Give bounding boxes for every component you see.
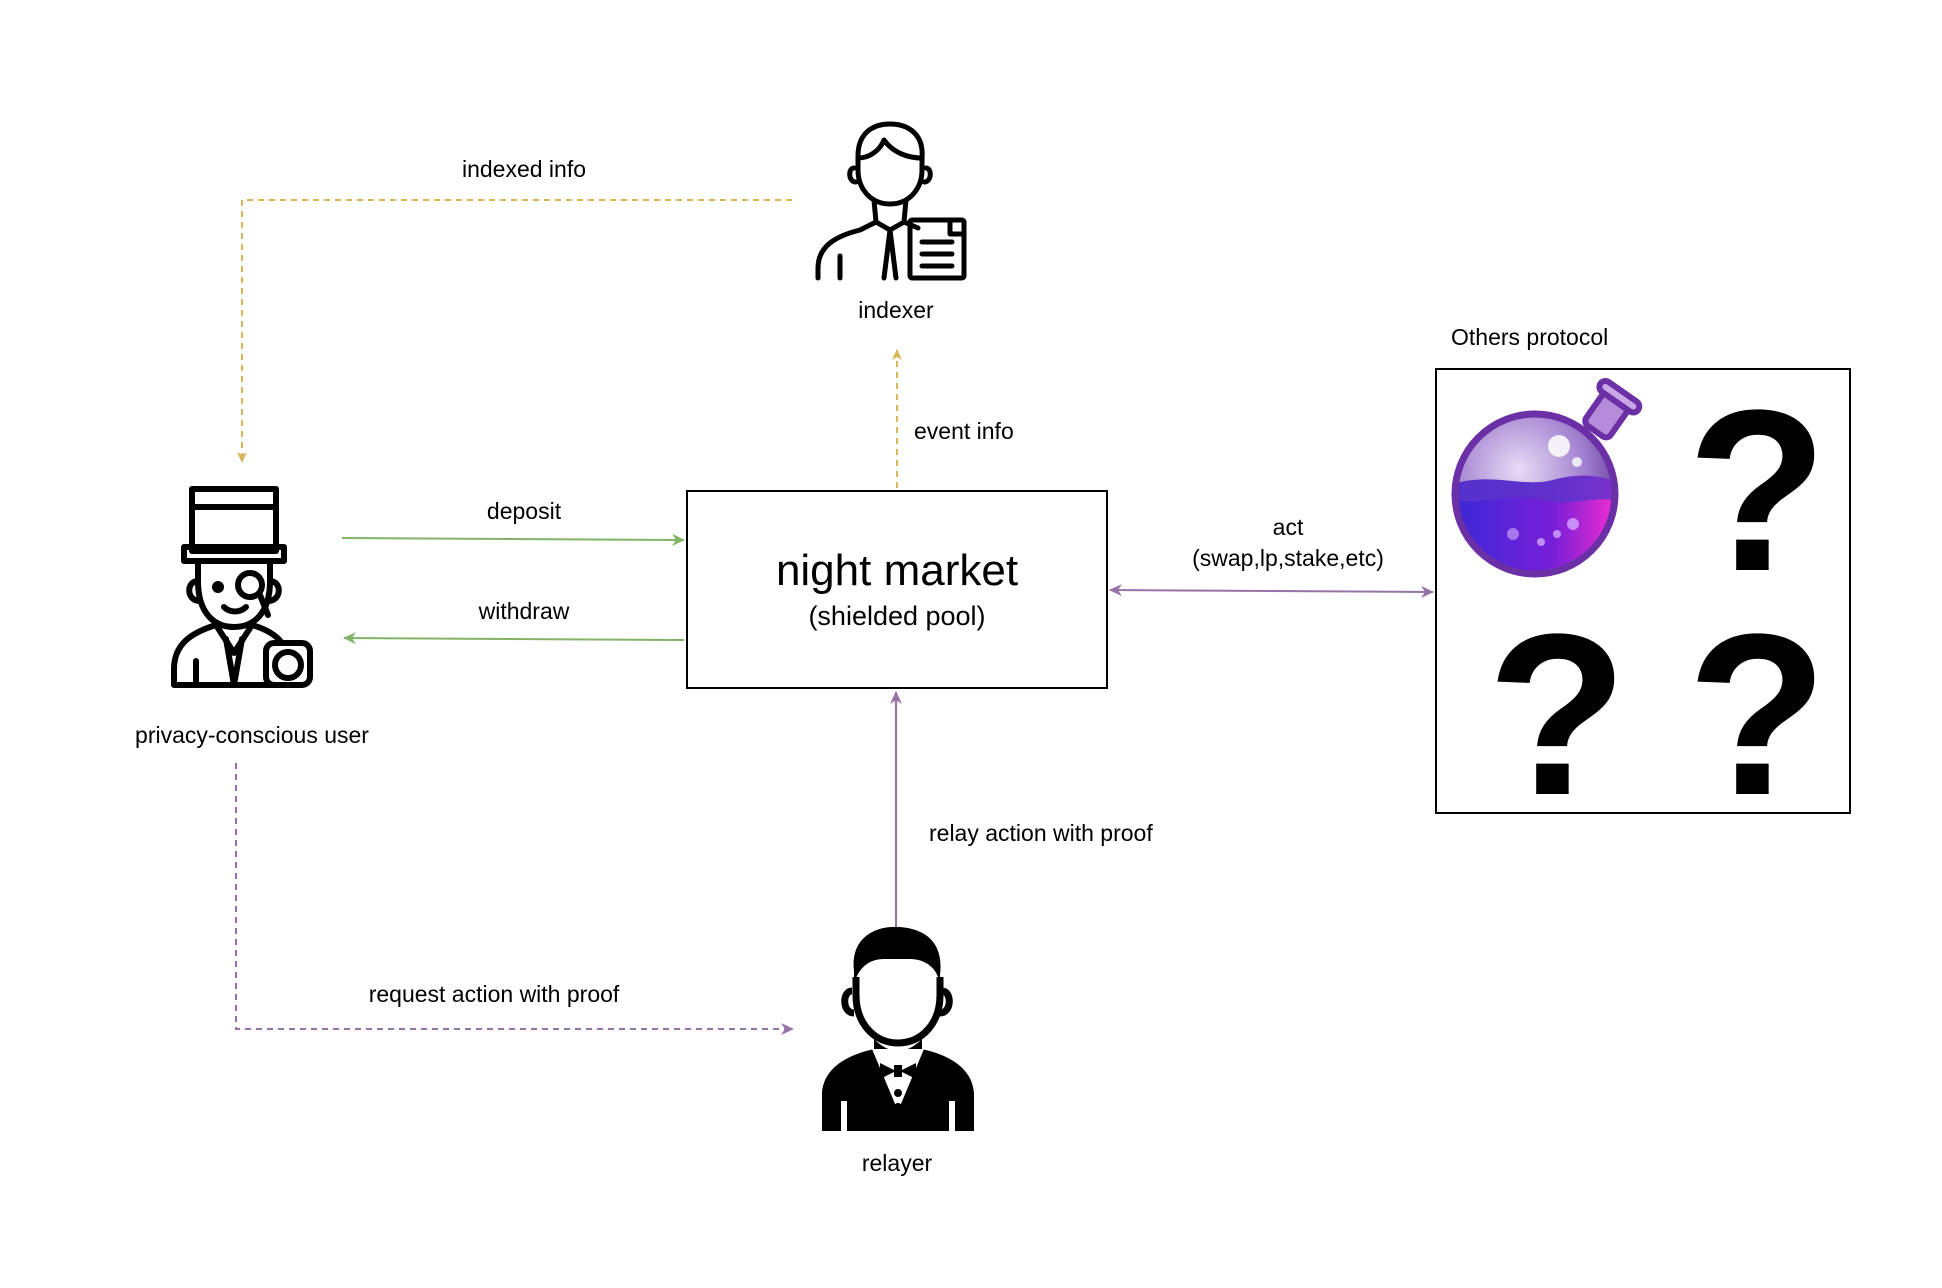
others-protocol-node[interactable]: ? ? ?: [1435, 362, 1851, 830]
withdraw-connector: [343, 632, 685, 645]
night-market-title: night market: [775, 545, 1019, 595]
user-label: privacy-conscious user: [135, 722, 369, 748]
deposit-label: deposit: [486, 498, 562, 524]
top-hat-gentleman-with-monocle-icon: [171, 486, 313, 688]
act-detail-label: (swap,lp,stake,etc): [1192, 545, 1384, 571]
others-protocol-label: Others protocol: [1451, 324, 1609, 350]
act-label: act: [1272, 514, 1304, 540]
indexer-label: indexer: [858, 297, 934, 323]
request-label: request action with proof: [368, 981, 620, 1007]
night-market-subtitle: (shielded pool): [808, 601, 986, 632]
indexer-person-with-document-icon: [815, 121, 967, 281]
night-market-node[interactable]: night market (shielded pool): [686, 490, 1108, 689]
request-connector: [235, 763, 794, 1035]
act-connector: [1109, 584, 1434, 598]
purple-potion-flask-icon: [1451, 377, 1643, 578]
relay-label: relay action with proof: [929, 820, 1153, 846]
withdraw-label: withdraw: [478, 598, 570, 624]
indexed-info-connector: [237, 199, 792, 463]
question-mark-icon: ?: [1687, 586, 1828, 843]
question-mark-icon: ?: [1487, 586, 1628, 843]
butler-with-bow-tie-icon: [822, 926, 974, 1131]
indexed-info-label: indexed info: [461, 156, 587, 182]
relayer-label: relayer: [861, 1150, 933, 1176]
deposit-connector: [341, 533, 685, 546]
event-info-label: event info: [914, 418, 1014, 444]
question-mark-icon: ?: [1687, 362, 1828, 619]
